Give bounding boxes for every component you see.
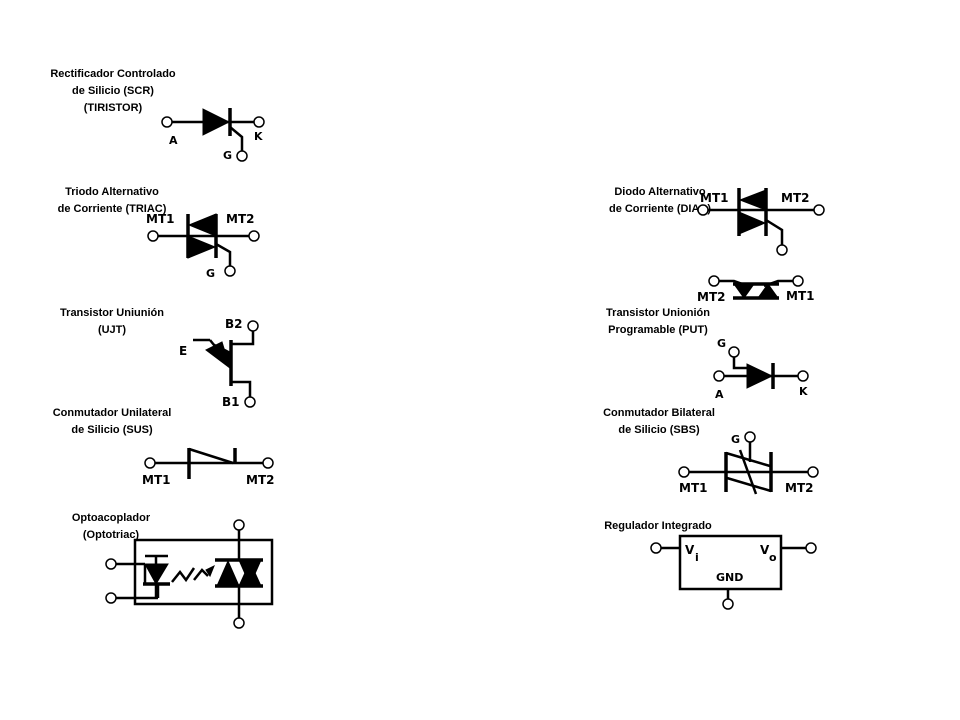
sus-mt2-terminal [262, 457, 274, 469]
diac-alt-pin-mt1: MT1 [786, 289, 814, 303]
diac-alt-left-terminal [708, 275, 720, 287]
put-pin-g: G [717, 337, 726, 350]
opto-input-bottom-terminal [105, 592, 117, 604]
ujt-pin-b1: B1 [222, 395, 240, 409]
triac-caption: Triodo Alternativo de Corriente (TRIAC) [57, 186, 167, 215]
triac-pin-mt2: MT2 [226, 212, 254, 226]
reg-input-terminal [650, 542, 662, 554]
sus-pin-mt2: MT2 [246, 473, 274, 487]
opto-caption: Optoacoplador (Optotriac) [71, 512, 151, 541]
scr-pin-g: G [223, 149, 232, 162]
sbs-gate-terminal [744, 431, 756, 443]
diac-mt2-terminal [813, 204, 825, 216]
triac-pin-g: G [206, 267, 215, 280]
sbs-mt1-terminal [678, 466, 690, 478]
reg-symbol: V i V o GND [650, 534, 817, 610]
ujt-pin-e: E [179, 344, 187, 358]
sus-mt1-terminal [144, 457, 156, 469]
diac-pin-mt2: MT2 [781, 191, 809, 205]
put-gate-terminal [728, 346, 740, 358]
opto-output-top-terminal [233, 519, 245, 531]
opto-symbol [105, 519, 274, 629]
ujt-b2-terminal [247, 320, 259, 332]
diac-symbol: MT1 MT2 MT2 MT1 [697, 188, 825, 304]
scr-symbol: A K G [161, 108, 265, 162]
triac-symbol: MT1 MT2 G [146, 212, 260, 280]
diac-gate-terminal [776, 244, 788, 256]
scr-pin-a: A [169, 134, 178, 147]
triac-pin-mt1: MT1 [146, 212, 174, 226]
triac-mt1-terminal [147, 230, 159, 242]
sbs-mt2-terminal [807, 466, 819, 478]
sbs-pin-mt1: MT1 [679, 481, 707, 495]
reg-pin-vo: V [760, 543, 770, 557]
diac-mt1-terminal [697, 204, 709, 216]
scr-gate-terminal [236, 150, 248, 162]
sus-pin-mt1: MT1 [142, 473, 170, 487]
diac-alt-pin-mt2: MT2 [697, 290, 725, 304]
sbs-pin-g: G [731, 433, 740, 446]
diac-caption: Diodo Alternativo de Corriente (DIAC) [608, 186, 712, 215]
reg-pin-vo-sub: o [769, 551, 777, 564]
scr-caption: Rectificador Controlado de Silicio (SCR)… [50, 68, 176, 114]
reg-output-terminal [805, 542, 817, 554]
reg-pin-vi-sub: i [695, 551, 699, 564]
scr-cathode-terminal [253, 116, 265, 128]
diac-alt-right-terminal [792, 275, 804, 287]
ujt-pin-b2: B2 [225, 317, 243, 331]
reg-caption: Regulador Integrado [604, 520, 712, 532]
reg-pin-vi: V [685, 543, 695, 557]
opto-input-top-terminal [105, 558, 117, 570]
ujt-b1-terminal [244, 396, 256, 408]
sbs-caption: Conmutador Bilateral de Silicio (SBS) [603, 407, 715, 436]
diac-pin-mt1: MT1 [700, 191, 728, 205]
put-pin-a: A [715, 388, 724, 401]
reg-pin-gnd: GND [716, 571, 743, 584]
scr-anode-terminal [161, 116, 173, 128]
put-symbol: G A K [713, 337, 809, 401]
sus-caption: Conmutador Unilateral de Silicio (SUS) [52, 407, 172, 436]
reg-gnd-terminal [722, 598, 734, 610]
sbs-symbol: G MT1 MT2 [678, 431, 819, 495]
sbs-pin-mt2: MT2 [785, 481, 813, 495]
triac-mt2-terminal [248, 230, 260, 242]
ujt-caption: Transistor Uniunión (UJT) [60, 307, 164, 336]
scr-pin-k: K [254, 130, 263, 143]
put-pin-k: K [799, 385, 808, 398]
put-caption: Transistor Unionión Programable (PUT) [606, 307, 710, 336]
sus-symbol: MT1 MT2 [142, 447, 274, 487]
triac-gate-terminal [224, 265, 236, 277]
ujt-symbol: B2 E B1 [179, 317, 259, 409]
put-cathode-terminal [797, 370, 809, 382]
opto-output-bottom-terminal [233, 617, 245, 629]
put-anode-terminal [713, 370, 725, 382]
